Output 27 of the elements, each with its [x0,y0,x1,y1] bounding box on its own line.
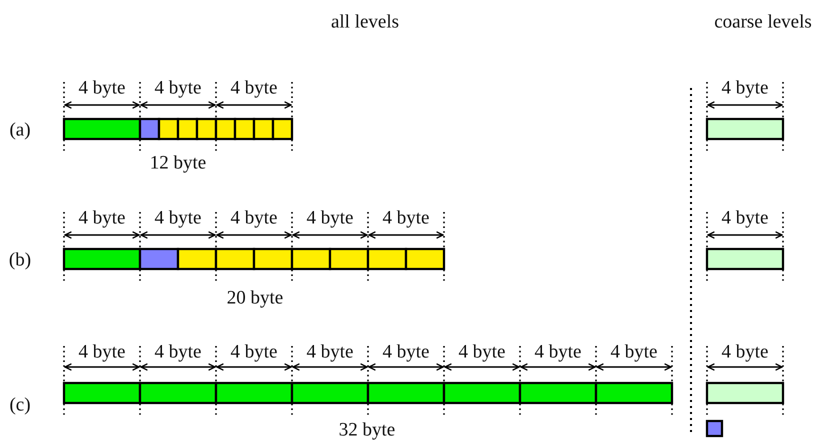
dimension-label: 4 byte [306,342,354,362]
dimension-label: 4 byte [78,208,126,228]
dimension-label: 4 byte [230,78,278,98]
column-heading: coarse levels [714,12,812,32]
dimension-label: 4 byte [722,78,768,98]
row-label: (a) [9,120,31,140]
total-size-label: 12 byte [150,154,206,172]
dimension-label: 4 byte [230,342,278,362]
dimension-label: 4 byte [722,208,768,228]
dimension-label: 4 byte [154,208,202,228]
row-label: (c) [9,396,31,414]
dimension-label: 4 byte [534,342,582,362]
dimension-label: 4 byte [154,78,202,98]
dimension-label: 4 byte [382,208,430,228]
dimension-label: 4 byte [154,342,202,362]
dimension-label: 4 byte [382,342,430,362]
column-heading: all levels [330,12,400,32]
dimension-label: 4 byte [78,342,126,362]
dimension-label: 4 byte [458,342,506,362]
row-label: (b) [8,250,32,270]
dimension-label: 4 byte [78,78,126,98]
dimension-label: 4 byte [610,342,658,362]
total-size-label: 20 byte [226,288,284,308]
dimension-label: 4 byte [230,208,278,228]
dimension-label: 4 byte [306,208,354,228]
total-size-label: 32 byte [338,420,396,440]
dimension-label: 4 byte [722,342,768,362]
